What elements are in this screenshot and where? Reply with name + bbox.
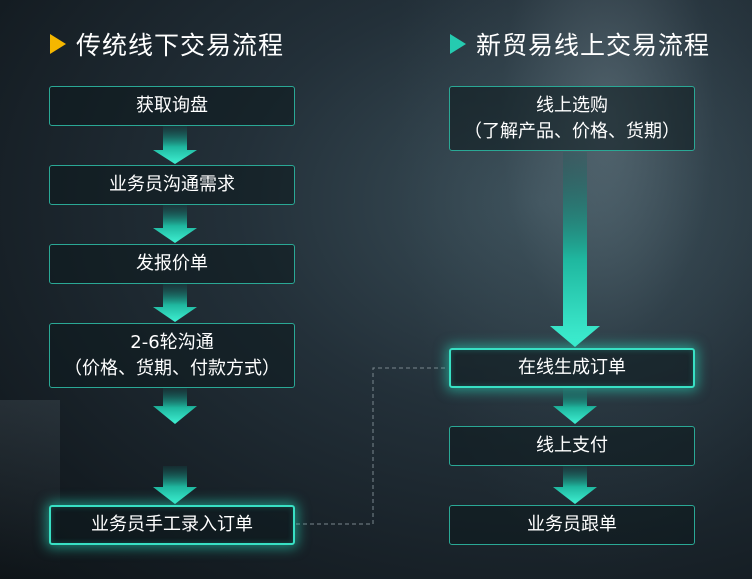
- left-title-text: 传统线下交易流程: [76, 31, 285, 60]
- arrow-down-long-icon: [550, 152, 600, 347]
- arrow-down-icon: [153, 205, 197, 243]
- left-step-2: 业务员沟通需求: [49, 165, 295, 205]
- right-step-4: 业务员跟单: [449, 505, 695, 545]
- play-triangle-icon: [450, 34, 466, 54]
- left-step-3: 发报价单: [49, 244, 295, 284]
- right-step-2: 在线生成订单: [449, 348, 695, 388]
- arrow-down-icon: [153, 284, 197, 322]
- right-column-title: 新贸易线上交易流程: [450, 26, 710, 62]
- arrow-down-icon: [153, 388, 197, 424]
- right-title-text: 新贸易线上交易流程: [476, 31, 711, 60]
- right-step-3: 线上支付: [449, 426, 695, 466]
- arrow-down-icon: [153, 126, 197, 164]
- play-triangle-icon: [50, 34, 66, 54]
- left-step-1: 获取询盘: [49, 86, 295, 126]
- left-step-4: 2-6轮沟通 （价格、货期、付款方式）: [49, 323, 295, 388]
- dashed-connector: [296, 367, 447, 525]
- left-column-title: 传统线下交易流程: [50, 26, 284, 62]
- arrow-down-icon: [553, 466, 597, 504]
- left-step-5: 业务员手工录入订单: [49, 505, 295, 545]
- arrow-down-icon: [153, 466, 197, 504]
- arrow-down-icon: [553, 388, 597, 424]
- right-step-1: 线上选购 （了解产品、价格、货期）: [449, 86, 695, 151]
